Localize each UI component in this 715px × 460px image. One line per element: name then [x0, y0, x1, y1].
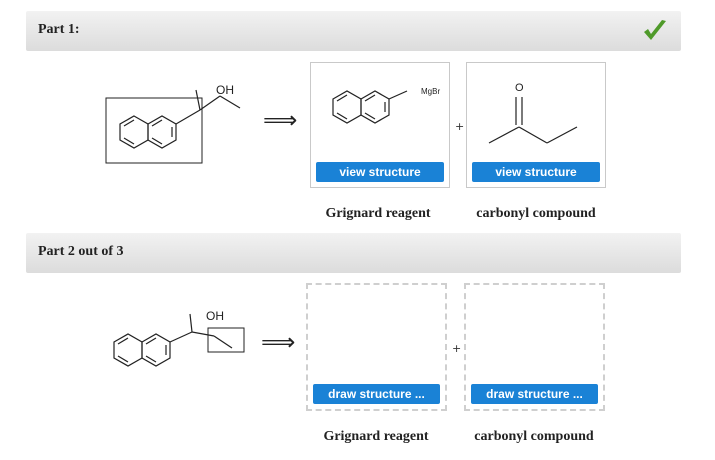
- part1-o-label: O: [515, 82, 524, 94]
- part2-grignard-caption: Grignard reagent: [323, 429, 429, 444]
- part1-grignard-caption: Grignard reagent: [325, 206, 431, 221]
- part2-plus: +: [452, 342, 462, 355]
- part1-oh-label: OH: [216, 83, 234, 97]
- part2-retro-arrow: ⟹: [261, 328, 296, 356]
- part1-retro-arrow: ⟹: [263, 106, 298, 134]
- part1-title: Part 1:: [38, 22, 80, 37]
- part2-oh-label: OH: [206, 309, 224, 323]
- part2-title: Part 2 out of 3: [38, 244, 124, 259]
- part2-carbonyl-caption: carbonyl compound: [474, 429, 594, 444]
- part2-carbonyl-draw-button[interactable]: draw structure ...: [471, 384, 598, 404]
- part1-carbonyl-card: O view structure: [466, 62, 606, 188]
- part2-header: Part 2 out of 3: [26, 233, 681, 273]
- part1-header: Part 1:: [26, 11, 681, 51]
- part1-carbonyl-caption: carbonyl compound: [476, 206, 596, 221]
- checkmark-icon: [644, 20, 666, 40]
- part1-mgbr-label: MgBr: [421, 87, 440, 96]
- part1-grignard-view-button[interactable]: view structure: [316, 162, 444, 182]
- part2-carbonyl-drop-area[interactable]: draw structure ...: [464, 283, 605, 411]
- part2-reactant-molecule: OH: [92, 300, 264, 390]
- part2-grignard-drop-area[interactable]: draw structure ...: [306, 283, 447, 411]
- part2-grignard-draw-button[interactable]: draw structure ...: [313, 384, 440, 404]
- part1-plus: +: [455, 120, 465, 133]
- part1-reactant-molecule: OH: [98, 70, 268, 170]
- part1-grignard-card: MgBr view structure: [310, 62, 450, 188]
- part1-carbonyl-view-button[interactable]: view structure: [472, 162, 600, 182]
